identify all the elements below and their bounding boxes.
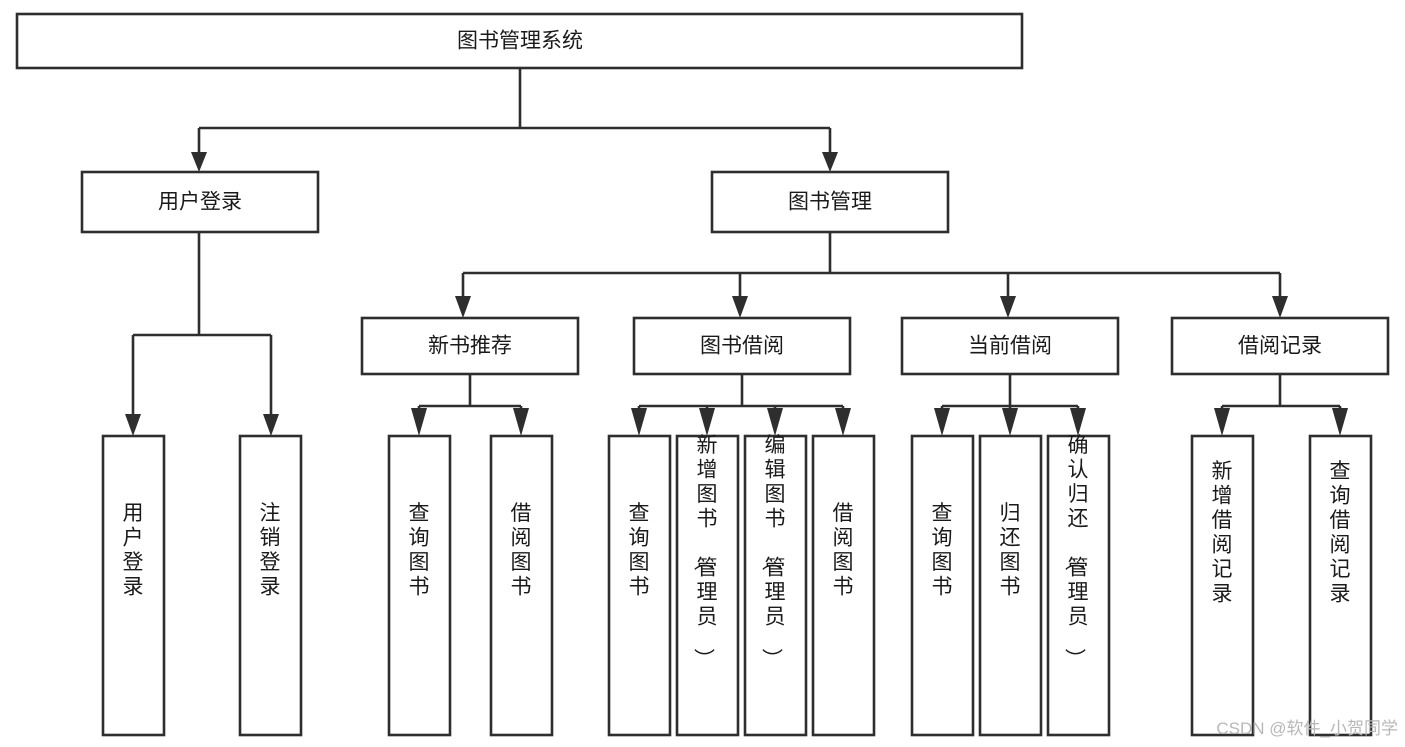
node-book-borrow-label: 图书借阅 <box>700 335 784 358</box>
leaf-borrow-edit-book[interactable]: 编辑图书（管理员） <box>743 434 808 737</box>
leaf-borrow-borrow-book-rect <box>811 434 876 737</box>
node-current-borrow-rect <box>900 316 1120 376</box>
leaf-record-query[interactable]: 查询借阅记录 <box>1308 434 1373 737</box>
node-book-management-label: 图书管理 <box>788 191 872 214</box>
leaf-new-book-borrow-rect <box>489 434 554 737</box>
leaf-user-login-login-label: 用户登录 <box>123 502 144 599</box>
leaf-borrow-edit-book-label: 编辑图书（管理员） <box>760 434 786 669</box>
arrow-bookmgmt-to-current <box>1000 296 1016 318</box>
leaf-current-query-rect <box>910 434 975 737</box>
leaf-new-book-borrow-label: 借阅图书 <box>511 502 532 599</box>
node-new-book-recommend-label: 新书推荐 <box>428 335 512 358</box>
node-user-login-label: 用户登录 <box>158 191 242 214</box>
leaf-new-book-borrow[interactable]: 借阅图书 <box>489 434 554 737</box>
leaf-user-login-logout-label: 注销登录 <box>260 502 281 599</box>
arrow-current-leaf-3 <box>1070 408 1086 436</box>
arrow-userlogin-leaf-2 <box>263 414 279 436</box>
node-new-book-recommend[interactable]: 新书推荐 <box>360 316 580 376</box>
node-current-borrow-label: 当前借阅 <box>968 335 1052 358</box>
node-new-book-recommend-rect <box>360 316 580 376</box>
leaf-current-confirm-return-rect <box>1046 434 1111 737</box>
connectors-layer <box>125 68 1348 436</box>
arrow-newbook-leaf-2 <box>513 408 529 436</box>
node-borrow-record-label: 借阅记录 <box>1238 335 1322 358</box>
leaf-record-query-label: 查询借阅记录 <box>1330 460 1351 606</box>
node-borrow-record-rect <box>1170 316 1390 376</box>
leaf-user-login-logout[interactable]: 注销登录 <box>238 434 303 737</box>
leaf-user-login-logout-rect <box>238 434 303 737</box>
node-user-login[interactable]: 用户登录 <box>80 170 320 234</box>
node-root-book-management-system[interactable]: 图书管理系统 <box>15 12 1024 70</box>
leaf-borrow-edit-book-rect <box>743 434 808 737</box>
leaf-record-add[interactable]: 新增借阅记录 <box>1190 434 1255 737</box>
leaf-borrow-borrow-book-label: 借阅图书 <box>833 502 854 599</box>
leaf-new-book-query[interactable]: 查询图书 <box>387 434 452 737</box>
node-book-borrow-rect <box>632 316 852 376</box>
leaf-current-confirm-return-label: 确认归还（管理员） <box>1063 434 1089 669</box>
arrow-record-leaf-2 <box>1332 408 1348 436</box>
leaf-new-book-query-rect <box>387 434 452 737</box>
csdn-watermark: CSDN @软件_小贺同学 <box>1216 719 1398 738</box>
leaf-user-login-login[interactable]: 用户登录 <box>101 434 166 737</box>
leaf-borrow-query[interactable]: 查询图书 <box>607 434 672 737</box>
arrow-bookmgmt-to-new-book <box>455 296 471 318</box>
leaf-current-query[interactable]: 查询图书 <box>910 434 975 737</box>
arrow-userlogin-leaf-1 <box>125 414 141 436</box>
arrow-newbook-leaf-1 <box>411 408 427 436</box>
node-root-rect <box>15 12 1024 70</box>
leaf-record-add-rect <box>1190 434 1255 737</box>
leaf-current-return-label: 归还图书 <box>1000 502 1021 599</box>
node-user-login-rect <box>80 170 320 234</box>
node-current-borrow[interactable]: 当前借阅 <box>900 316 1120 376</box>
leaf-record-add-label: 新增借阅记录 <box>1212 460 1233 606</box>
arrow-bookmgmt-to-borrow <box>732 296 748 318</box>
arrow-current-leaf-1 <box>934 408 950 436</box>
leaf-current-confirm-return[interactable]: 确认归还（管理员） <box>1046 434 1111 737</box>
arrow-root-to-book-mgmt <box>822 152 838 172</box>
node-root-label: 图书管理系统 <box>457 30 583 53</box>
arrow-current-leaf-2 <box>1002 408 1018 436</box>
arrow-borrow-leaf-4 <box>835 408 851 436</box>
leaf-borrow-query-rect <box>607 434 672 737</box>
arrow-borrow-leaf-1 <box>631 408 647 436</box>
node-book-management[interactable]: 图书管理 <box>710 170 950 234</box>
arrow-root-to-user-login <box>191 152 207 172</box>
leaf-current-return[interactable]: 归还图书 <box>978 434 1043 737</box>
leaf-new-book-query-label: 查询图书 <box>409 502 430 599</box>
leaf-current-query-label: 查询图书 <box>932 502 953 599</box>
arrow-bookmgmt-to-record <box>1272 296 1288 318</box>
leaf-borrow-add-book[interactable]: 新增图书（管理员） <box>675 434 740 737</box>
arrow-borrow-leaf-2 <box>699 408 715 436</box>
node-book-borrow[interactable]: 图书借阅 <box>632 316 852 376</box>
arrow-record-leaf-1 <box>1214 408 1230 436</box>
leaf-borrow-add-book-rect <box>675 434 740 737</box>
leaf-current-return-rect <box>978 434 1043 737</box>
leaf-borrow-add-book-label: 新增图书（管理员） <box>692 434 718 669</box>
leaf-borrow-borrow-book[interactable]: 借阅图书 <box>811 434 876 737</box>
node-book-management-rect <box>710 170 950 234</box>
leaf-record-query-rect <box>1308 434 1373 737</box>
node-borrow-record[interactable]: 借阅记录 <box>1170 316 1390 376</box>
arrow-borrow-leaf-3 <box>767 408 783 436</box>
leaf-user-login-login-rect <box>101 434 166 737</box>
leaf-borrow-query-label: 查询图书 <box>629 502 650 599</box>
